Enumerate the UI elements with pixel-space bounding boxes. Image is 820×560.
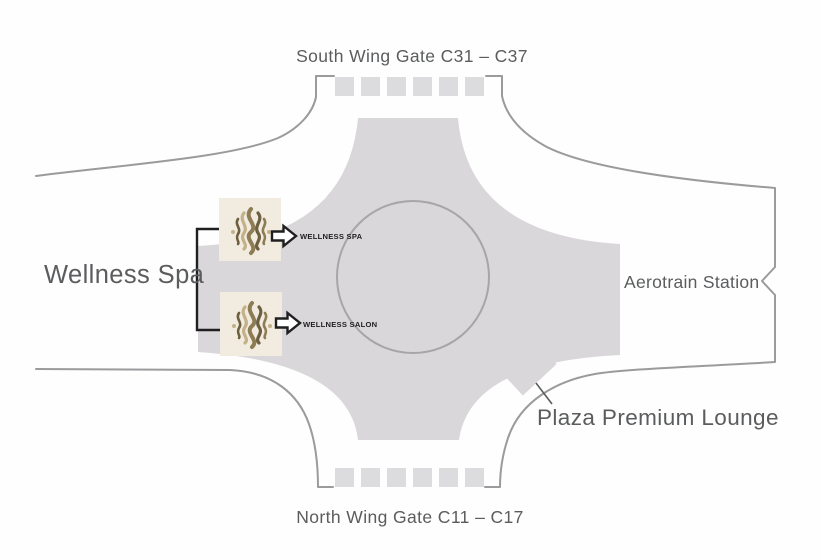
- arrow-right-icon: [274, 310, 302, 336]
- gate-square: [387, 468, 406, 487]
- aerotrain-station-label: Aerotrain Station: [624, 272, 759, 292]
- wellness-spa-label: Wellness Spa: [44, 261, 205, 289]
- gate-markers-north: [335, 468, 484, 487]
- gate-square: [335, 468, 354, 487]
- gate-square: [361, 77, 380, 96]
- plaza-premium-lounge-marker: [491, 330, 557, 396]
- wellness-salon-tile: [220, 292, 282, 356]
- gate-square: [465, 77, 484, 96]
- gate-square: [465, 468, 484, 487]
- wellness-spa-bracket: [195, 227, 223, 332]
- poi-wellness-spa-label: WELLNESS SPA: [300, 232, 363, 241]
- terminal-core-circle: [336, 200, 490, 354]
- arrow-right-icon: [270, 223, 298, 249]
- north-wing-label: North Wing Gate C11 – C17: [296, 507, 524, 527]
- wellness-spa-tile: [219, 198, 281, 261]
- gate-square: [335, 77, 354, 96]
- lounge-leader-line: [535, 382, 553, 405]
- aerotrain-notch: [484, 75, 776, 488]
- gate-square: [439, 468, 458, 487]
- gate-square: [413, 77, 432, 96]
- gate-square: [361, 468, 380, 487]
- gate-square: [387, 77, 406, 96]
- gate-square: [413, 468, 432, 487]
- gate-markers-south: [335, 77, 484, 96]
- terminal-outline: [35, 75, 776, 488]
- plaza-premium-lounge-label: Plaza Premium Lounge: [537, 405, 779, 430]
- gate-square: [439, 77, 458, 96]
- poi-wellness-salon-label: WELLNESS SALON: [303, 320, 377, 329]
- south-wing-label: South Wing Gate C31 – C37: [296, 46, 528, 66]
